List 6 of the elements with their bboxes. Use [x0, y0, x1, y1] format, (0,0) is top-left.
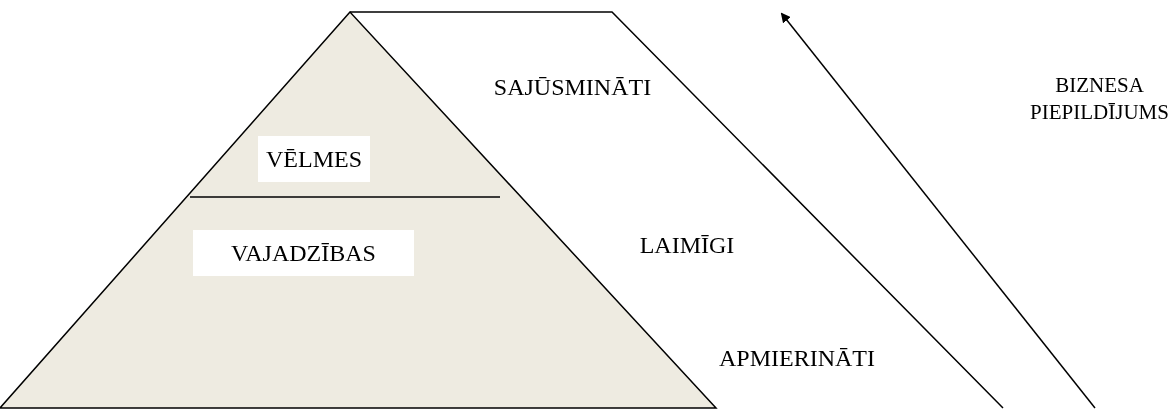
level-label-box: VAJADZĪBAS — [193, 230, 414, 276]
satisfaction-label: SAJŪSMINĀTI — [492, 73, 653, 102]
satisfaction-label: APMIERINĀTI — [718, 344, 876, 373]
satisfaction-label: LAIMĪGI — [638, 231, 736, 260]
axis-label: BIZNESA PIEPILDĪJUMS — [1029, 72, 1170, 127]
level-label-box: VĒLMES — [258, 136, 370, 182]
